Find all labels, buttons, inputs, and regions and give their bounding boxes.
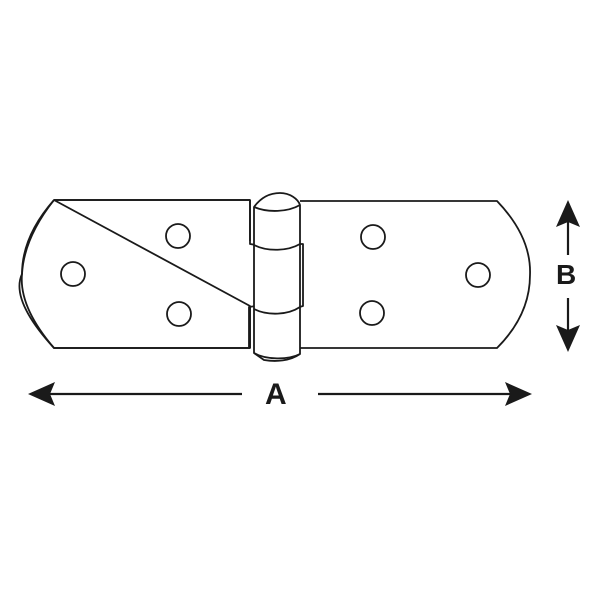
- right-leaf-hole-2: [359, 300, 385, 326]
- arrow-up-icon: [556, 200, 580, 227]
- arrow-right-icon: [505, 382, 532, 406]
- arrow-down-icon: [556, 325, 580, 352]
- left-leaf-outline: [20, 199, 250, 349]
- left-leaf: [18, 199, 251, 349]
- left-leaf-hole-2: [165, 223, 191, 249]
- right-leaf-hole-3: [465, 262, 491, 288]
- barrel-knuckle-joint-2: [253, 306, 301, 315]
- dimension-b: [556, 200, 580, 352]
- right-leaf-hole-1: [360, 224, 386, 250]
- barrel-top-cap: [253, 204, 301, 212]
- hinge-barrel: [253, 192, 301, 362]
- left-leaf-hole-1: [60, 261, 86, 287]
- dimension-a: [28, 382, 532, 406]
- dimension-a-label: A: [265, 378, 287, 411]
- barrel-bottom-cap: [253, 352, 301, 360]
- dimension-b-label: B: [556, 259, 577, 290]
- barrel-knuckle-joint-1: [253, 243, 301, 251]
- arrow-left-icon: [28, 382, 55, 406]
- left-leaf-hole-3: [166, 301, 192, 327]
- right-leaf: [300, 200, 531, 349]
